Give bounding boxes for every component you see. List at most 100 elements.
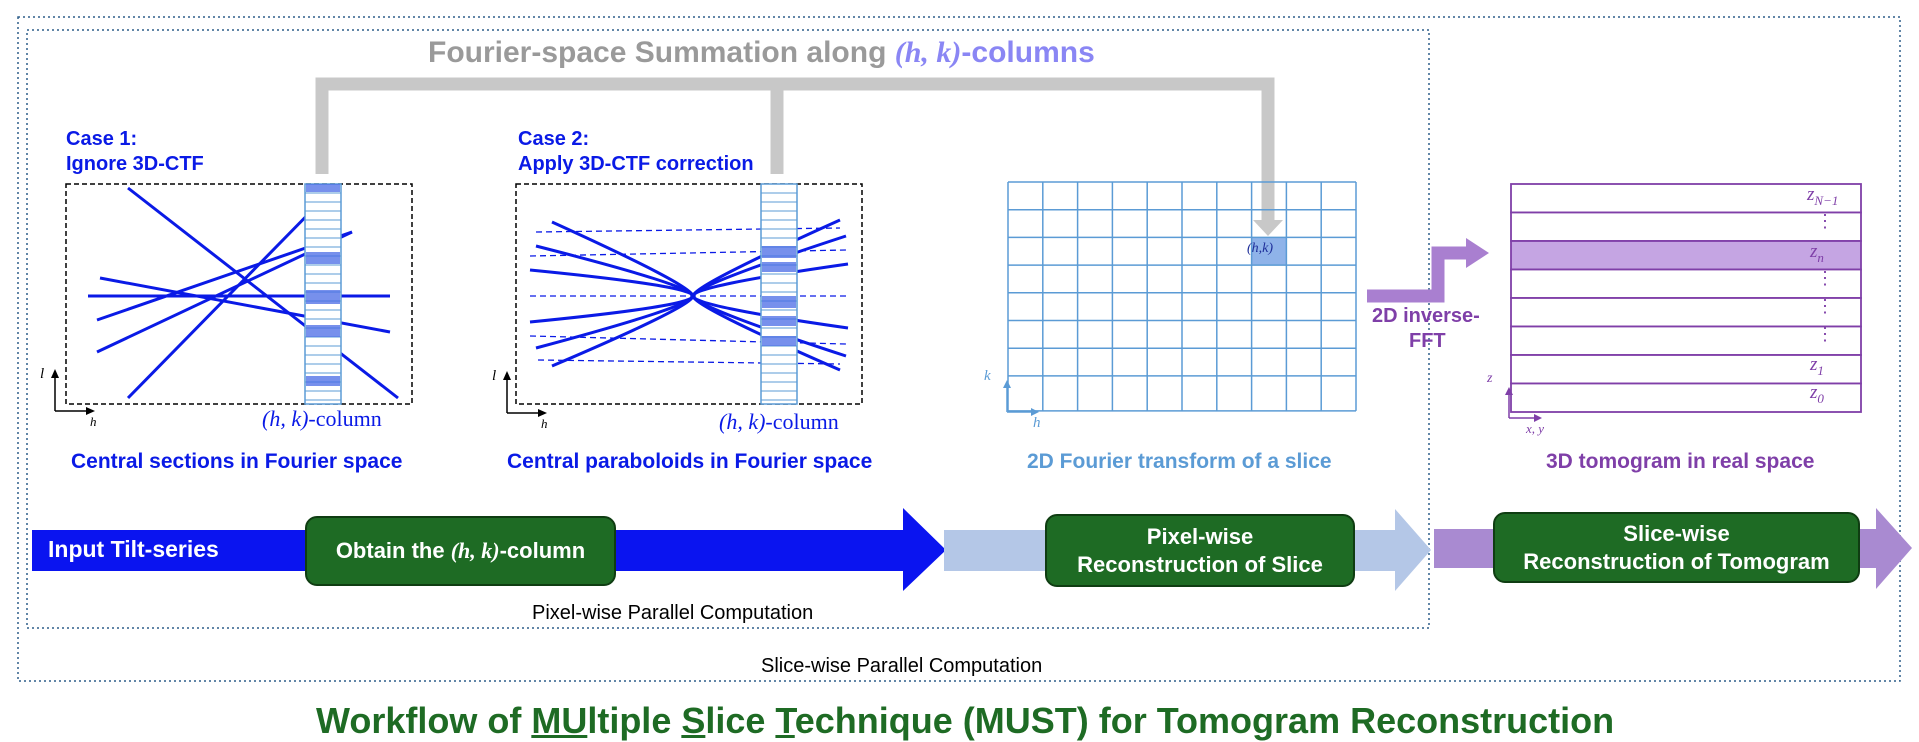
caption-central-sections: Central sections in Fourier space: [71, 450, 403, 473]
summation-label-suffix: -columns: [961, 36, 1095, 69]
case2-subtitle: Apply 3D-CTF correction: [518, 153, 754, 175]
column-hit: [306, 376, 340, 386]
column-frame: [760, 183, 798, 405]
summation-label-prefix: Fourier-space Summation along: [428, 36, 895, 69]
case1-column-suffix: -column: [308, 406, 382, 431]
ifft-label-line2: FFT: [1409, 330, 1446, 352]
tomogram-slice: [1510, 354, 1862, 385]
column-hit: [762, 246, 796, 258]
summation-label: Fourier-space Summation along (h, k)-col…: [428, 36, 1095, 70]
slice-reconstruction-box: Slice-wise Reconstruction of Tomogram: [1493, 512, 1860, 583]
central-section-line: [126, 190, 332, 400]
column-hit: [762, 262, 796, 272]
slice-box-line1: Slice-wise: [1623, 520, 1730, 546]
grid-axes: [1006, 385, 1034, 413]
fourier-slice-grid: [1007, 181, 1357, 412]
title-part4: echnique (MUST) for Tomogram Reconstruct…: [794, 700, 1615, 741]
case1-axis-l-label: l: [40, 366, 45, 382]
summation-bracket: [315, 77, 1275, 222]
pixel-reconstruction-box: Pixel-wise Reconstruction of Slice: [1045, 514, 1355, 587]
title-underline-t: T: [775, 700, 795, 741]
tomogram-stack: [1510, 183, 1862, 413]
slice-label-top: zN−1: [1807, 184, 1838, 209]
slice-label-one: z1: [1810, 354, 1824, 379]
obtain-column-prefix: Obtain the: [335, 538, 445, 563]
tomogram-slice: [1510, 325, 1862, 356]
column-hit: [306, 252, 340, 264]
case2-panel: [515, 183, 863, 405]
slice-label-top-sub: N−1: [1814, 192, 1839, 208]
pixel-box-line2: Reconstruction of Slice: [1077, 551, 1323, 577]
tomogram-slice: [1510, 382, 1862, 413]
column-hit: [306, 184, 340, 192]
tomo-axes: [1508, 392, 1537, 419]
case2-column: [760, 183, 798, 405]
slice-parallel-label: Slice-wise Parallel Computation: [761, 655, 1043, 677]
grid-axis-k-label: k: [984, 368, 991, 384]
caption-tomogram: 3D tomogram in real space: [1546, 450, 1815, 473]
case2-axis-l-label: l: [492, 368, 497, 384]
obtain-column-suffix: -column: [499, 538, 586, 563]
obtain-column-box: Obtain the (h, k)-column: [305, 516, 616, 586]
slice-dots-1: ⋮: [1816, 211, 1834, 231]
grid-axis-k-head: [1003, 380, 1011, 388]
case2-axes: [506, 377, 541, 414]
tomogram-slice: [1510, 183, 1862, 214]
case1-axis-h-label: h: [90, 414, 97, 429]
case1-column-label: (h, k)-column: [262, 406, 382, 432]
slice-parallel-region: [17, 16, 1901, 682]
case2-title: Case 2:: [518, 128, 590, 150]
slice-label-n-sub: n: [1817, 249, 1824, 265]
slice-dots-4: ⋮: [1816, 324, 1834, 344]
case2-axis-l-head: [503, 371, 511, 380]
tomo-axis-x-head: [1534, 414, 1542, 422]
column-hit: [762, 316, 796, 326]
column-hit: [306, 325, 340, 337]
case1-title: Case 1:: [66, 128, 138, 150]
case1-axis-h-head: [86, 407, 95, 415]
slice-dots-3: ⋮: [1816, 296, 1834, 316]
tomogram-slice: [1510, 211, 1862, 242]
case2-column-suffix: -column: [765, 409, 839, 434]
central-section-line: [127, 186, 399, 400]
pixel-parallel-label: Pixel-wise Parallel Computation: [532, 602, 814, 624]
title-part1: Workflow of: [316, 700, 532, 741]
case1-column-math: (h, k): [262, 406, 309, 431]
case1-axes: [54, 375, 89, 412]
tomo-axis-z-head: [1505, 387, 1513, 395]
title-underline-mu: MU: [531, 700, 588, 741]
case2-axis-h-head: [538, 409, 547, 417]
tomo-axis-xy-label: x, y: [1526, 421, 1545, 436]
summation-label-math: (h, k): [894, 36, 962, 69]
slice-label-one-var: z: [1810, 354, 1818, 375]
selected-hk-cell: [1251, 237, 1287, 266]
column-hit: [762, 296, 796, 308]
slice-label-zero-sub: 0: [1817, 390, 1824, 406]
tomogram-slice: [1510, 268, 1862, 299]
pixel-box-line1: Pixel-wise: [1146, 523, 1254, 549]
slice-label-zero-var: z: [1810, 382, 1818, 403]
case2-axis-h-label: h: [541, 416, 548, 431]
title-underline-s: S: [681, 700, 706, 741]
ifft-arrow: [1367, 238, 1489, 303]
summation-arrowhead: [1253, 220, 1283, 236]
slice-label-zero: z0: [1810, 382, 1824, 407]
grid-axis-h-label: h: [1033, 415, 1041, 431]
case1-axis-l-head: [51, 369, 59, 378]
obtain-column-math: (h, k): [450, 538, 500, 563]
ifft-label-line1: 2D inverse-: [1372, 305, 1480, 327]
case2-column-label: (h, k)-column: [719, 409, 839, 435]
slice-box-line2: Reconstruction of Tomogram: [1523, 548, 1830, 574]
case2-column-math: (h, k): [719, 409, 766, 434]
title-part2: ltiple: [587, 700, 682, 741]
slice-label-one-sub: 1: [1817, 362, 1824, 378]
case1-subtitle: Ignore 3D-CTF: [66, 153, 204, 175]
caption-central-paraboloids: Central paraboloids in Fourier space: [507, 450, 873, 473]
case1-column: [304, 183, 342, 405]
input-tilt-series-label: Input Tilt-series: [48, 536, 219, 562]
caption-fourier-slice: 2D Fourier transform of a slice: [1027, 450, 1332, 473]
column-hit: [762, 336, 796, 346]
pixel-parallel-region: [26, 29, 1430, 629]
slice-label-n-var: z: [1810, 241, 1818, 262]
